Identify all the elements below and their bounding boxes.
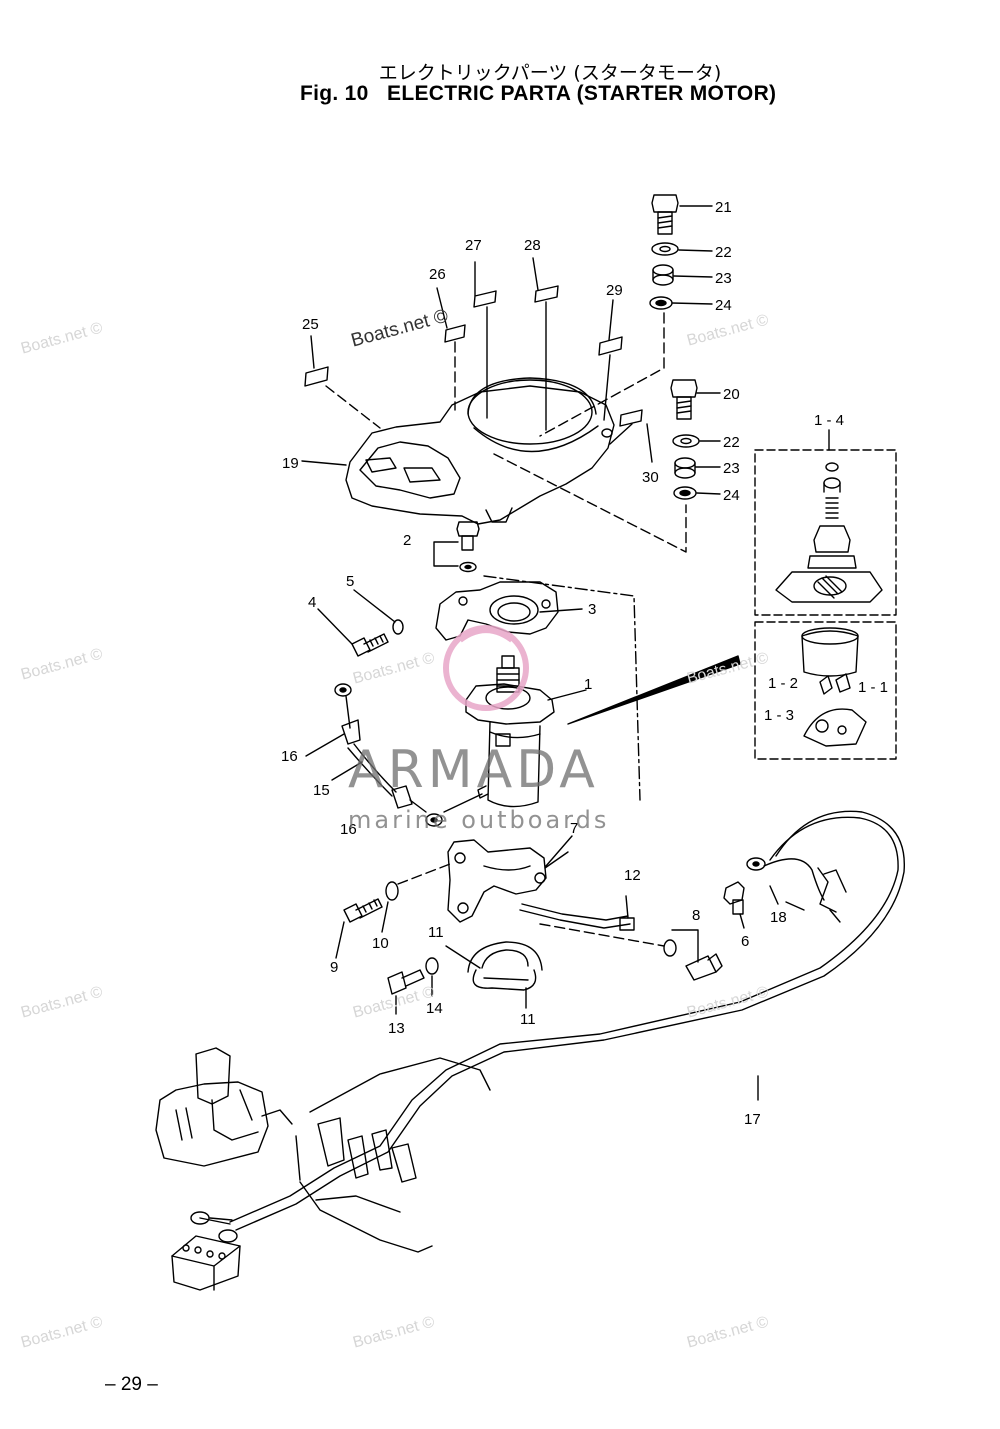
callout-23: 23 xyxy=(715,270,732,287)
remote-control-drawing xyxy=(155,1047,293,1167)
callout-16b: 16 xyxy=(340,821,357,838)
callout-24b: 24 xyxy=(723,487,740,504)
decal-28-drawing xyxy=(534,285,559,303)
bolt-2-drawing xyxy=(456,521,480,573)
bolt-6-drawing xyxy=(723,881,745,929)
callout-27: 27 xyxy=(465,237,482,254)
callout-6: 6 xyxy=(741,933,749,950)
callout-21: 21 xyxy=(715,199,732,216)
washer-10-drawing xyxy=(385,881,399,901)
callout-28: 28 xyxy=(524,237,541,254)
callout-20: 20 xyxy=(723,386,740,403)
callout-5: 5 xyxy=(346,573,354,590)
figure-title-japanese: エレクトリックパーツ (スタータモータ) xyxy=(378,62,722,84)
callout-15: 15 xyxy=(313,782,330,799)
callout-19: 19 xyxy=(282,455,299,472)
washer-14-drawing xyxy=(425,957,439,975)
brush-holder-1-3-drawing xyxy=(801,627,867,747)
callout-1-1: 1 - 1 xyxy=(858,679,888,696)
bolt-13-drawing xyxy=(387,969,425,995)
callout-29: 29 xyxy=(606,282,623,299)
callout-12: 12 xyxy=(624,867,641,884)
decal-26-drawing xyxy=(444,324,466,343)
callout-3: 3 xyxy=(588,601,596,618)
callout-1-3: 1 - 3 xyxy=(764,707,794,724)
callout-1-2: 1 - 2 xyxy=(768,675,798,692)
callout-2: 2 xyxy=(403,532,411,549)
flywheel-cover-19-drawing xyxy=(345,377,615,525)
callout-25: 25 xyxy=(302,316,319,333)
lower-bracket-7-drawing xyxy=(447,839,569,923)
bolt-9-drawing xyxy=(343,898,383,923)
armada-logo-mark xyxy=(443,625,529,711)
callout-22b: 22 xyxy=(723,434,740,451)
callout-9: 9 xyxy=(330,959,338,976)
brand-watermark-subtitle: marine outboards xyxy=(348,806,610,834)
decal-27-drawing xyxy=(473,290,497,308)
page-number: – 29 – xyxy=(105,1374,158,1395)
callout-24: 24 xyxy=(715,297,732,314)
starter-motor-1-drawing xyxy=(465,655,587,808)
washer-22b-drawing xyxy=(672,434,700,448)
detail-pointer-wedge xyxy=(567,655,741,725)
decal-29-drawing xyxy=(598,336,623,356)
callout-10: 10 xyxy=(372,935,389,952)
callout-8: 8 xyxy=(692,907,700,924)
bolt-20-drawing xyxy=(670,379,698,420)
figure-title: Fig. 10 ELECTRIC PARTA (STARTER MOTOR) xyxy=(300,82,777,105)
callout-7: 7 xyxy=(570,820,578,837)
decal-25-drawing xyxy=(304,366,329,387)
callout-1: 1 xyxy=(584,676,592,693)
washer-5-drawing xyxy=(392,619,404,635)
callout-13: 13 xyxy=(388,1020,405,1037)
bolt-21-drawing xyxy=(651,194,679,235)
callout-11a: 11 xyxy=(428,924,444,941)
callout-17: 17 xyxy=(744,1111,761,1128)
callout-11b: 11 xyxy=(520,1011,536,1028)
engine-block-drawing xyxy=(295,1057,491,1253)
bolt-4-drawing xyxy=(351,633,389,657)
callout-26: 26 xyxy=(429,266,446,283)
brand-watermark-title: ARMADA xyxy=(348,740,599,800)
battery-drawing xyxy=(171,1235,241,1291)
bolt-8-drawing xyxy=(685,953,723,981)
callout-labels: 21 22 23 24 20 22 23 24 27 28 26 29 25 3… xyxy=(281,199,888,1128)
callout-30: 30 xyxy=(642,469,659,486)
wire-lead-15-drawing xyxy=(334,683,483,827)
callout-4: 4 xyxy=(308,594,316,611)
callout-16a: 16 xyxy=(281,748,298,765)
callout-23b: 23 xyxy=(723,460,740,477)
callout-14: 14 xyxy=(426,1000,443,1017)
washer-24-drawing xyxy=(649,296,673,310)
callout-1-4: 1 - 4 xyxy=(814,412,844,429)
detail-box-upper xyxy=(754,449,897,616)
callout-22: 22 xyxy=(715,244,732,261)
callout-18: 18 xyxy=(770,909,787,926)
rubber-mount-11-drawing xyxy=(445,941,543,991)
pinion-assembly-1-4-drawing xyxy=(775,462,883,603)
grommet-23b-drawing xyxy=(674,457,696,479)
detail-box-lower xyxy=(754,621,897,760)
harness-17-drawing xyxy=(190,810,905,1243)
decal-30-drawing xyxy=(619,409,643,427)
strap-12-drawing xyxy=(519,895,635,931)
washer-24b-drawing xyxy=(673,486,697,500)
upper-bracket-3-drawing xyxy=(435,581,583,641)
washer-22-drawing xyxy=(651,242,679,256)
grommet-23-drawing xyxy=(652,264,674,286)
